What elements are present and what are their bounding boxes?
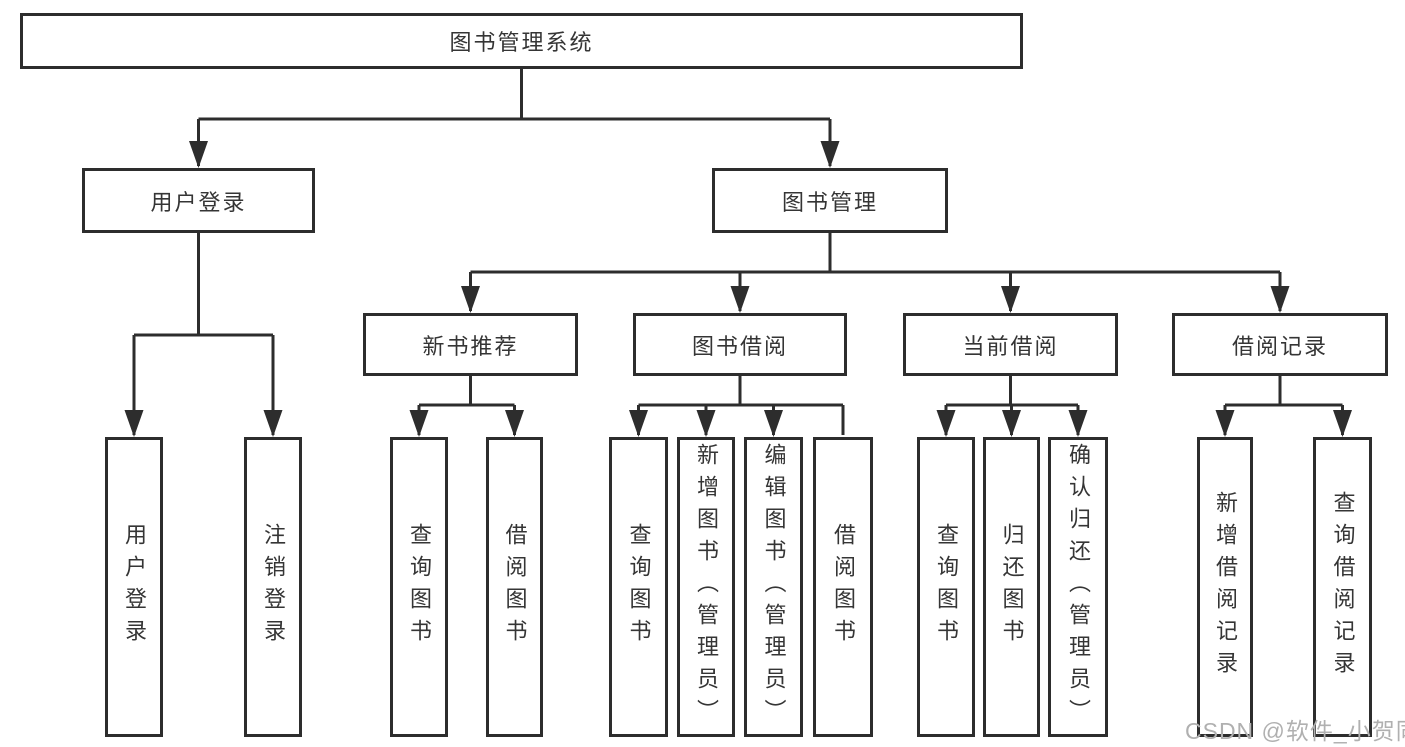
leaf-records-query-record: 查询借阅记录 [1313, 437, 1372, 737]
leaf-label: 新增借阅记录 [1213, 491, 1238, 683]
leaf-label: 注销登录 [261, 523, 286, 651]
leaf-label: 借阅图书 [831, 523, 856, 651]
leaf-label: 归还图书 [999, 523, 1025, 651]
leaf-user-login: 用户登录 [105, 437, 163, 737]
leaf-borrow-edit-books-admin: 编辑图书（管理员） [744, 437, 803, 737]
node-label: 借阅记录 [1231, 333, 1328, 359]
leaf-label: 编辑图书（管理员） [761, 443, 787, 731]
node-label: 图书借阅 [691, 333, 788, 359]
leaf-records-add-record: 新增借阅记录 [1197, 437, 1253, 737]
node-root-system: 图书管理系统 [20, 13, 1023, 69]
node-label: 用户登录 [150, 189, 247, 215]
leaf-label: 新增图书（管理员） [694, 443, 719, 731]
leaf-borrow-borrow-books: 借阅图书 [813, 437, 873, 737]
node-label: 图书管理 [781, 189, 878, 215]
leaf-label: 确认归还（管理员） [1066, 443, 1091, 731]
leaf-borrow-add-books-admin: 新增图书（管理员） [677, 437, 735, 737]
node-book-borrow: 图书借阅 [633, 313, 847, 376]
leaf-label: 查询图书 [626, 523, 652, 651]
node-borrow-records: 借阅记录 [1172, 313, 1388, 376]
leaf-newbook-query-books: 查询图书 [390, 437, 448, 737]
arrowhead-icons [124, 141, 1352, 437]
leaf-label: 借阅图书 [502, 523, 528, 651]
node-label: 图书管理系统 [449, 30, 594, 55]
node-label: 当前借阅 [962, 333, 1059, 359]
leaf-logout: 注销登录 [244, 437, 302, 737]
leaf-label: 用户登录 [122, 523, 147, 651]
leaf-newbook-borrow-books: 借阅图书 [486, 437, 543, 737]
node-label: 新书推荐 [422, 333, 519, 359]
leaf-label: 查询图书 [934, 523, 959, 651]
leaf-current-return-books: 归还图书 [983, 437, 1040, 737]
node-book-management: 图书管理 [712, 168, 948, 233]
node-current-borrow: 当前借阅 [903, 313, 1118, 376]
leaf-current-confirm-return-admin: 确认归还（管理员） [1048, 437, 1108, 737]
leaf-label: 查询借阅记录 [1330, 491, 1356, 683]
node-new-book-recommend: 新书推荐 [363, 313, 578, 376]
node-user-login: 用户登录 [82, 168, 315, 233]
leaf-label: 查询图书 [407, 523, 432, 651]
leaf-current-query-books: 查询图书 [917, 437, 975, 737]
leaf-borrow-query-books: 查询图书 [609, 437, 668, 737]
